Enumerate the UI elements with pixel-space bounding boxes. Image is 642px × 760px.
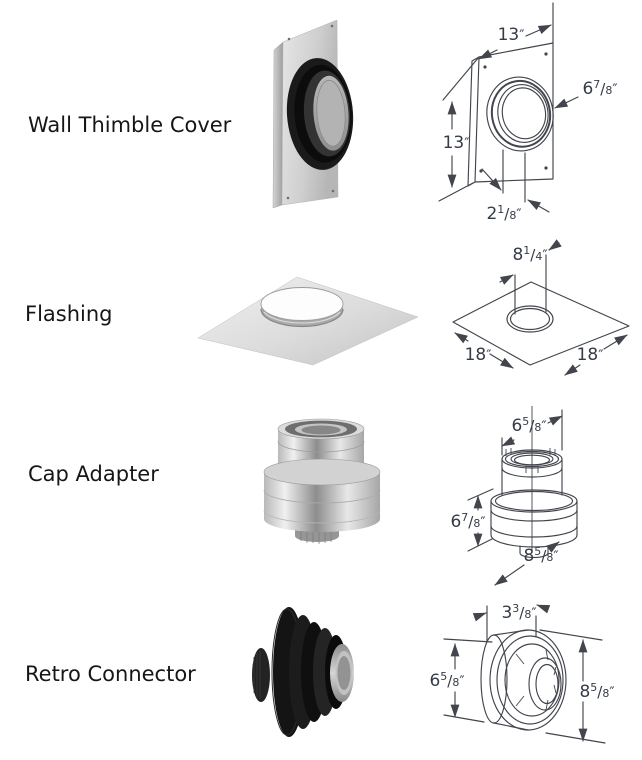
cap-adapter-diagram: 65/8″ 67/8″ 85/8″ (450, 406, 578, 586)
dim-inner-diameter: 65/8″ (429, 670, 464, 691)
flashing-photo (197, 276, 419, 366)
dim-side-right: 18″ (577, 345, 604, 365)
dim-side-left: 18″ (465, 345, 492, 365)
cap-adapter-body (263, 418, 381, 544)
retro-connector-body (252, 607, 354, 737)
retro-connector-diagram: 33/8″ 65/8″ 85/8″ (429, 602, 615, 744)
product-label-cap-adapter: Cap Adapter (28, 462, 159, 486)
product-label-flashing: Flashing (25, 302, 113, 326)
dim-depth: 33/8″ (501, 602, 536, 623)
dim-hole-diameter: 81/4″ (512, 244, 547, 265)
product-label-retro-connector: Retro Connector (25, 662, 196, 686)
collar-rings (486, 76, 554, 152)
product-label-wall-thimble-cover: Wall Thimble Cover (28, 113, 232, 137)
cap-adapter-photo (263, 418, 381, 544)
dim-body-height: 67/8″ (450, 511, 485, 532)
dim-base-diameter: 85/8″ (523, 545, 558, 566)
thimble-collar (286, 58, 354, 170)
dim-width-top: 13″ (498, 25, 525, 45)
dim-bottom-offset: 21/8″ (486, 203, 521, 224)
wall-thimble-cover-photo (272, 19, 354, 209)
dim-top-diameter: 65/8″ (511, 415, 546, 436)
flashing-diagram: 81/4″ 18″ 18″ (452, 239, 630, 376)
retro-connector-photo (252, 607, 354, 737)
wall-thimble-cover-diagram: 13″ 13″ 67/8″ 21/8″ (438, 2, 618, 224)
dim-collar-diameter: 67/8″ (582, 78, 617, 99)
flashing-hole (260, 287, 344, 321)
dim-height-left: 13″ (443, 133, 470, 153)
dim-outer-diameter: 85/8″ (579, 681, 614, 702)
